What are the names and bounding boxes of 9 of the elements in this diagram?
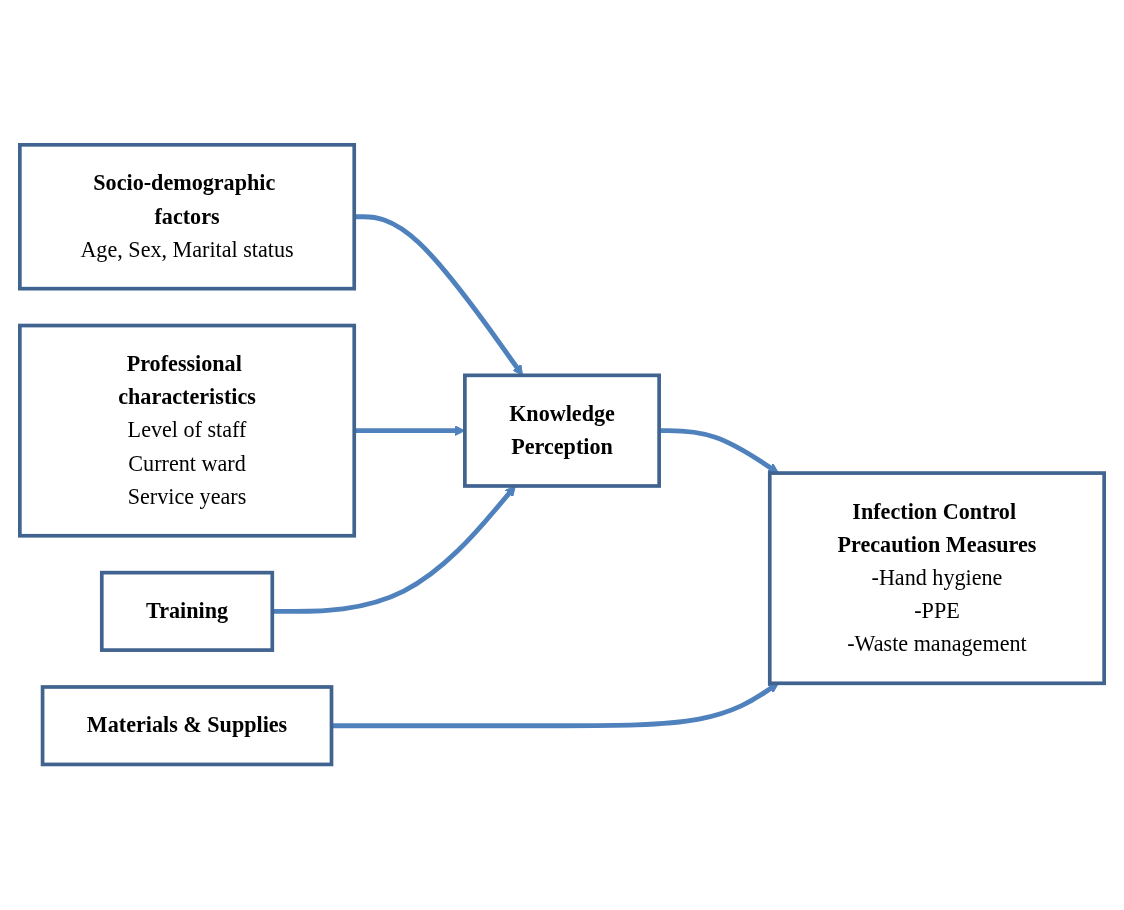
arrow bbox=[272, 485, 516, 615]
node-box: Materials & Supplies bbox=[40, 685, 334, 767]
node-box: Socio-demographic factors Age, Sex, Marital status bbox=[18, 143, 357, 291]
node-box: Professional characteristics Level of staff Current ward Service years bbox=[18, 324, 357, 538]
arrow bbox=[354, 425, 466, 437]
node-box: Training bbox=[99, 571, 275, 653]
node-box: Knowledge Perception bbox=[463, 373, 661, 489]
node-box: Infection Control Precaution Measures -Hand hygiene -PPE -Waste management bbox=[767, 471, 1106, 686]
arrow bbox=[659, 428, 779, 474]
